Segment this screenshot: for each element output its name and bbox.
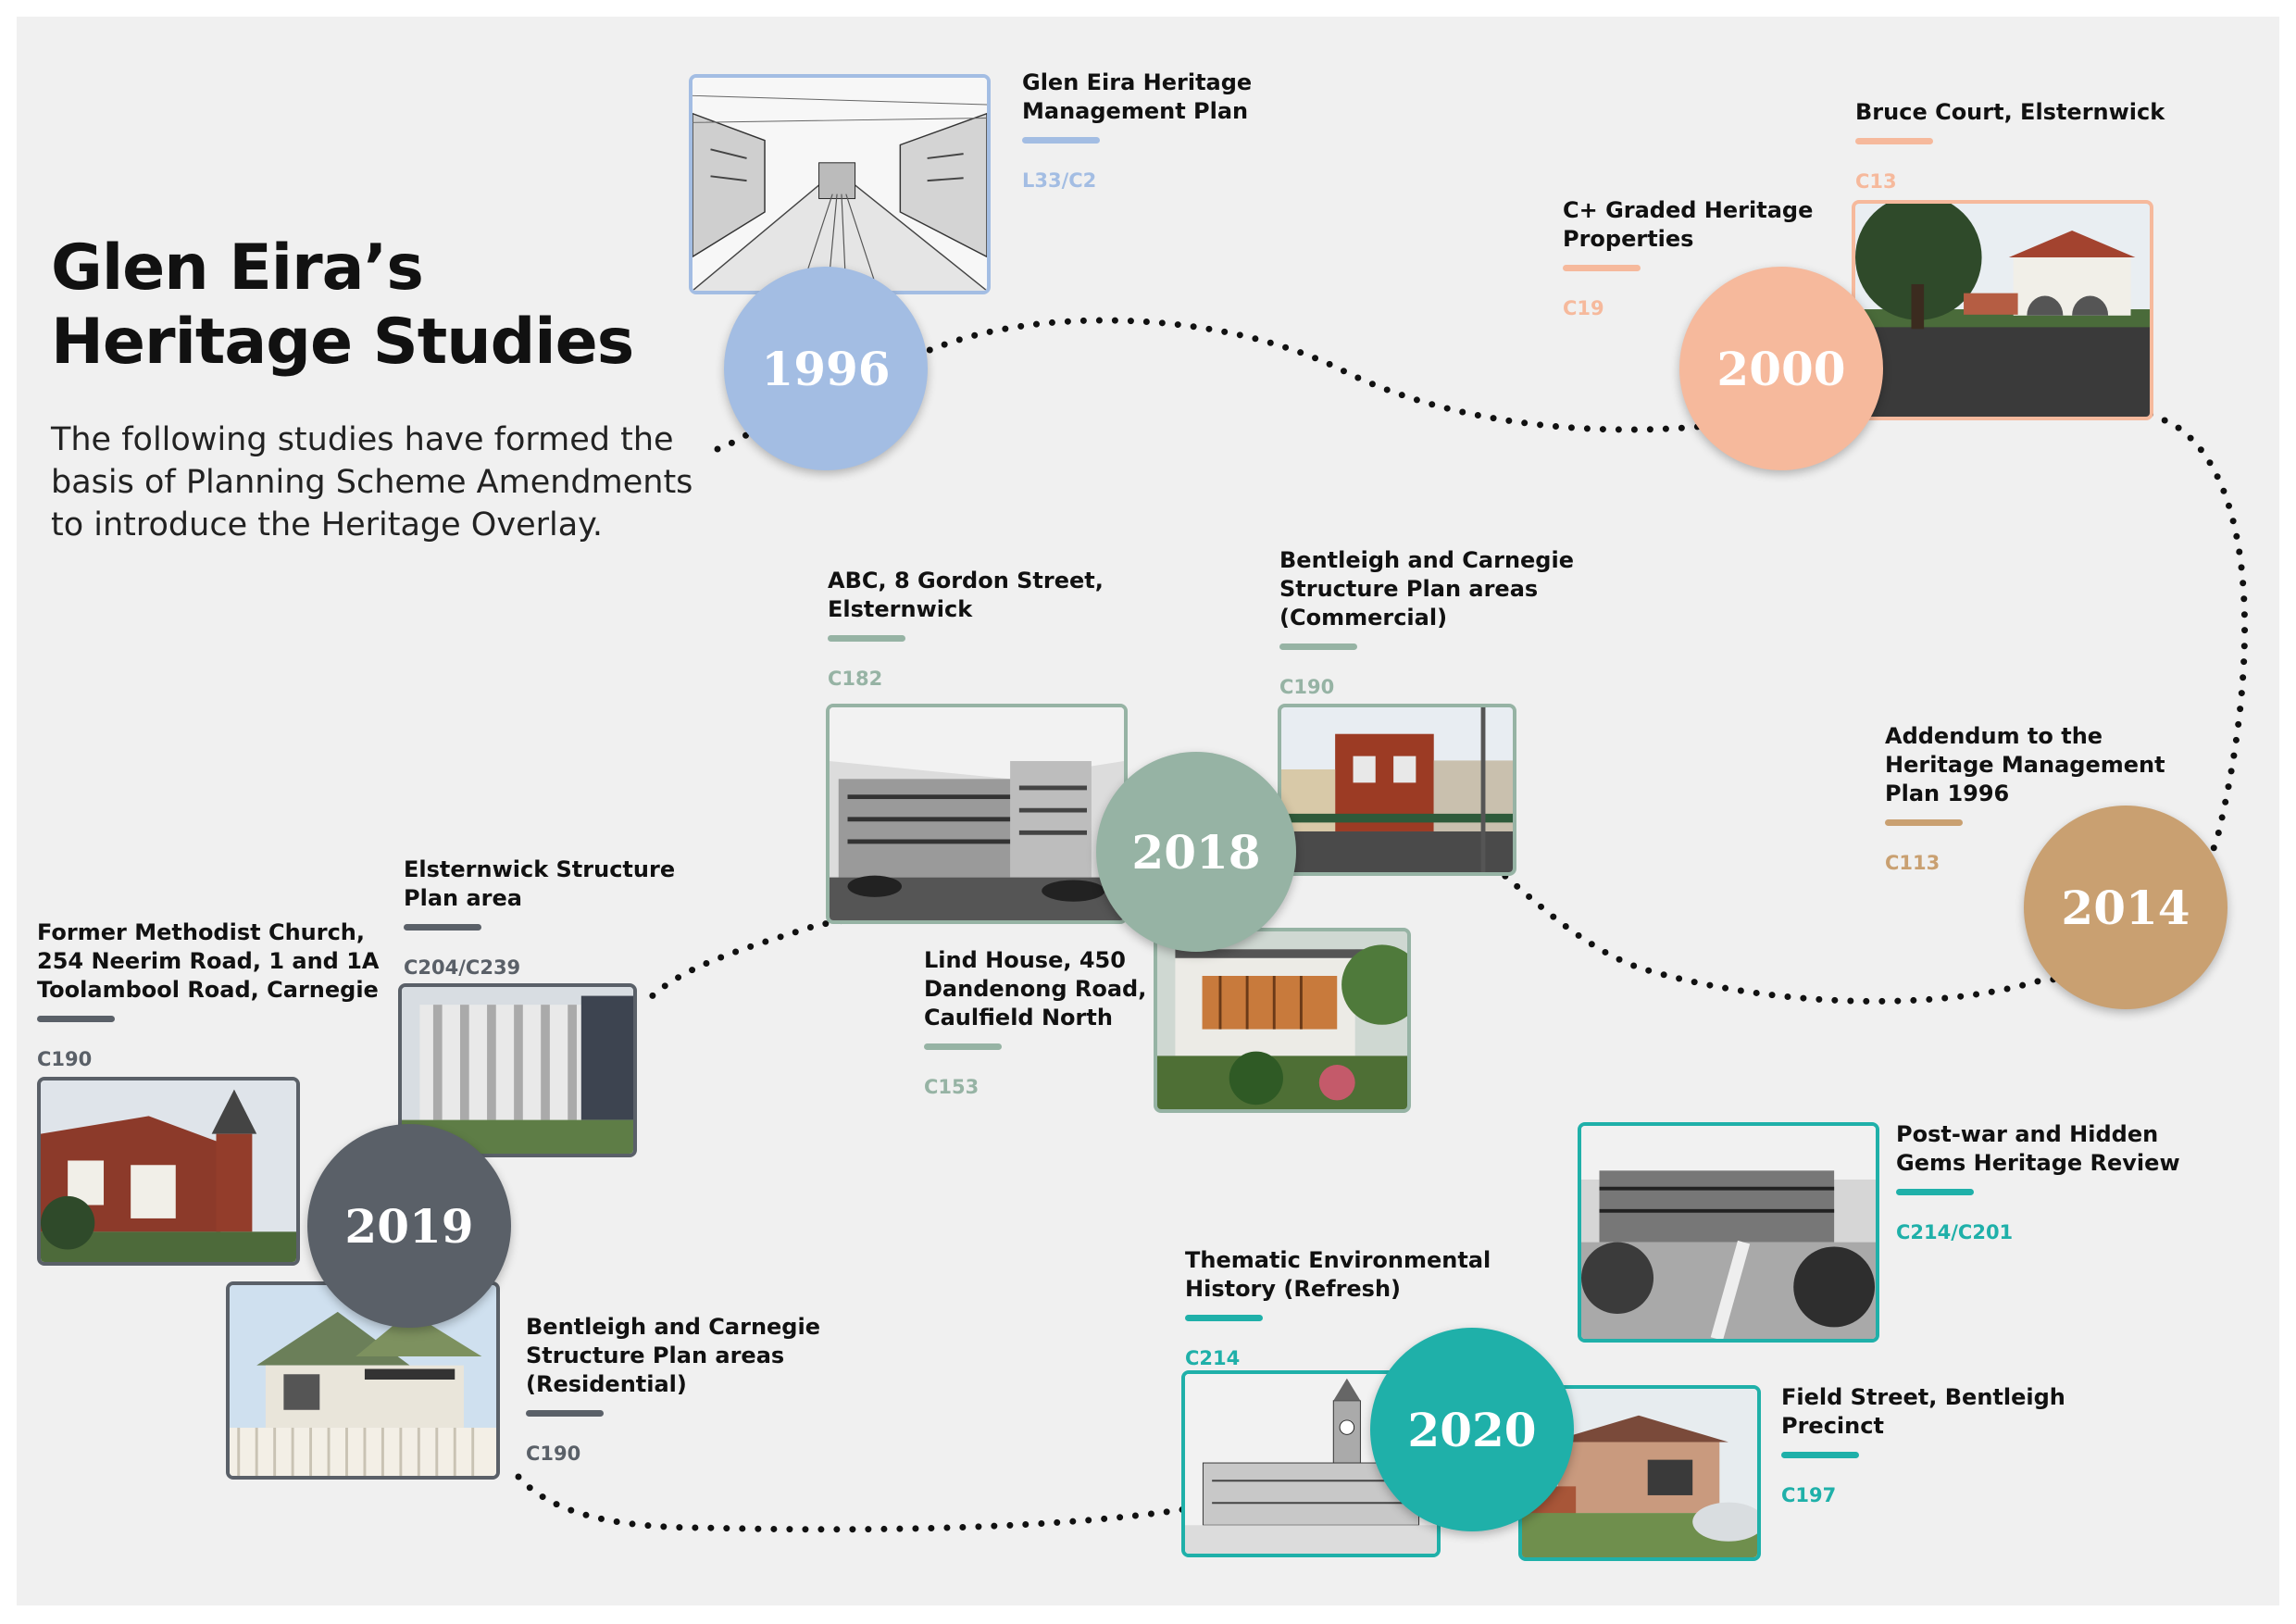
title-line-1: Glen Eira’s — [51, 231, 424, 305]
photo-elsternwick — [398, 983, 637, 1157]
year-circle-1996: 1996 — [724, 267, 928, 470]
study-methodist-church: Former Methodist Church, 254 Neerim Road… — [37, 918, 379, 1070]
amendment-code: C214 — [1185, 1347, 1241, 1369]
study-accent-bar — [1185, 1315, 1263, 1321]
page-title: Glen Eira’s Heritage Studies — [51, 231, 699, 380]
study-title: Lind House, 450 Dandenong Road, Caulfiel… — [924, 947, 1147, 1031]
photo-post-war — [1578, 1122, 1879, 1343]
photo-abc-building — [826, 704, 1128, 924]
study-accent-bar — [1781, 1452, 1859, 1458]
study-thematic-history: Thematic Environmental History (Refresh)… — [1185, 1246, 1491, 1369]
intro-text: The following studies have formed the ba… — [51, 421, 693, 543]
study-accent-bar — [1855, 138, 1933, 144]
study-abc-gordon: ABC, 8 Gordon Street, Elsternwick C182 — [828, 567, 1104, 690]
study-accent-bar — [924, 1043, 1002, 1050]
study-field-street: Field Street, Bentleigh Precinct C197 — [1781, 1383, 2065, 1506]
study-accent-bar — [404, 924, 481, 931]
study-accent-bar — [1563, 265, 1641, 271]
study-accent-bar — [526, 1410, 604, 1417]
amendment-code: C182 — [828, 668, 883, 690]
amendment-code: C13 — [1855, 170, 1897, 193]
study-title: ABC, 8 Gordon Street, Elsternwick — [828, 568, 1104, 622]
study-title: Thematic Environmental History (Refresh) — [1185, 1247, 1491, 1302]
title-line-2: Heritage Studies — [51, 306, 634, 379]
amendment-code: C197 — [1781, 1484, 1837, 1506]
amendment-code: C113 — [1885, 852, 1940, 874]
study-title: Bruce Court, Elsternwick — [1855, 99, 2165, 125]
year-circle-2014: 2014 — [2024, 806, 2227, 1009]
study-title: Bentleigh and Carnegie Structure Plan ar… — [1279, 547, 1574, 631]
amendment-code: C214/C201 — [1896, 1221, 2014, 1243]
year-circle-2000: 2000 — [1679, 267, 1883, 470]
study-addendum: Addendum to the Heritage Management Plan… — [1885, 722, 2165, 874]
study-bentleigh-commercial: Bentleigh and Carnegie Structure Plan ar… — [1279, 546, 1574, 698]
photo-methodist-church — [37, 1077, 300, 1266]
amendment-code: C19 — [1563, 297, 1604, 319]
photo-lind-house — [1154, 928, 1411, 1113]
amendment-code: C190 — [526, 1443, 581, 1465]
study-lind-house: Lind House, 450 Dandenong Road, Caulfiel… — [924, 946, 1146, 1098]
study-accent-bar — [1279, 643, 1357, 650]
study-title: Glen Eira Heritage Management Plan — [1022, 69, 1253, 124]
study-title: Bentleigh and Carnegie Structure Plan ar… — [526, 1314, 820, 1397]
study-accent-bar — [37, 1016, 115, 1022]
study-accent-bar — [1022, 137, 1100, 144]
study-title: Elsternwick Structure Plan area — [404, 856, 676, 911]
study-elsternwick-structure: Elsternwick Structure Plan area C204/C23… — [404, 856, 675, 979]
amendment-code: L33/C2 — [1022, 169, 1097, 192]
study-post-war: Post-war and Hidden Gems Heritage Review… — [1896, 1120, 2180, 1243]
study-bruce-court: Bruce Court, Elsternwick C13 — [1855, 98, 2165, 193]
photo-street-sketch — [689, 74, 991, 294]
study-c-plus-graded: C+ Graded Heritage Properties C19 — [1563, 196, 1813, 319]
amendment-code: C190 — [37, 1048, 93, 1070]
study-accent-bar — [828, 635, 905, 642]
study-heritage-management-plan: Glen Eira Heritage Management Plan L33/C… — [1022, 69, 1252, 192]
photo-bruce-court — [1852, 200, 2153, 420]
photo-field-street — [1518, 1385, 1761, 1561]
study-title: C+ Graded Heritage Properties — [1563, 197, 1814, 252]
photo-bentleigh-residential — [226, 1281, 500, 1480]
study-title: Post-war and Hidden Gems Heritage Review — [1896, 1121, 2180, 1176]
study-title: Field Street, Bentleigh Precinct — [1781, 1384, 2065, 1439]
amendment-code: C153 — [924, 1076, 980, 1098]
study-bentleigh-residential: Bentleigh and Carnegie Structure Plan ar… — [526, 1313, 820, 1465]
study-title: Addendum to the Heritage Management Plan… — [1885, 723, 2165, 806]
year-circle-2018: 2018 — [1096, 752, 1296, 952]
year-circle-2019: 2019 — [307, 1124, 511, 1328]
amendment-code: C204/C239 — [404, 956, 521, 979]
photo-bentleigh-commercial — [1278, 704, 1516, 876]
study-title: Former Methodist Church, 254 Neerim Road… — [37, 919, 380, 1003]
study-accent-bar — [1896, 1189, 1974, 1195]
amendment-code: C190 — [1279, 676, 1335, 698]
year-circle-2020: 2020 — [1370, 1328, 1574, 1531]
study-accent-bar — [1885, 819, 1963, 826]
